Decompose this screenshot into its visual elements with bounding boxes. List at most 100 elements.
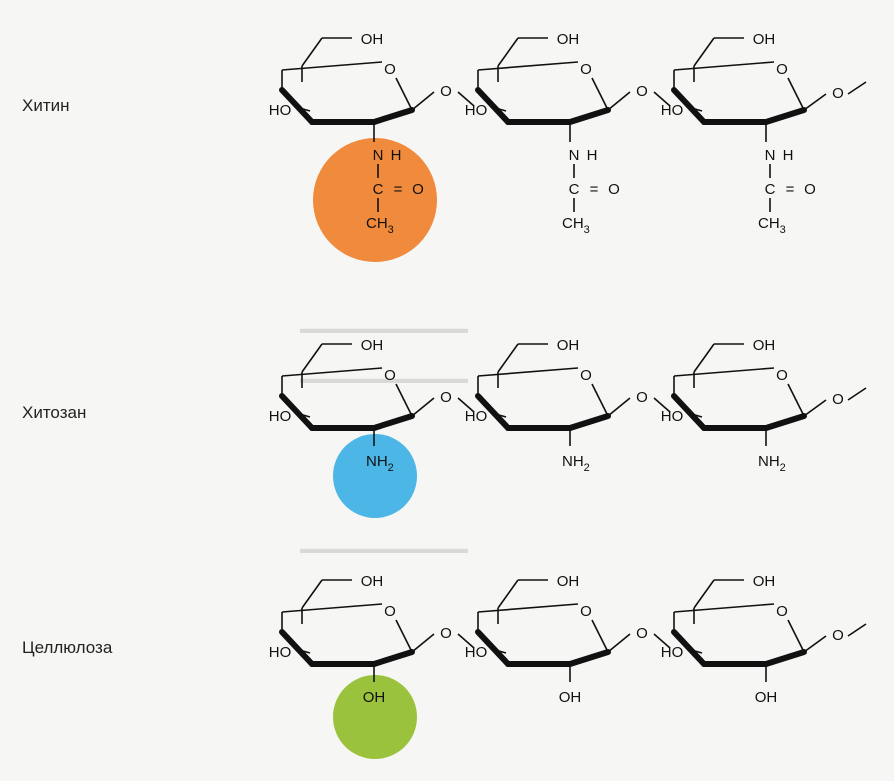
double-bond-label: = (786, 181, 795, 198)
ring-bond (591, 619, 609, 653)
ring-bond-front (671, 393, 707, 431)
ho-bond (687, 648, 703, 654)
ch2oh-label: OH (753, 573, 776, 590)
ch2-bond (497, 37, 519, 67)
carbon-label: C (569, 181, 580, 198)
ring-oxygen-label: O (384, 603, 396, 620)
row-title-chitin: Хитин (22, 96, 70, 115)
ring-oxygen-label: O (384, 367, 396, 384)
ring-bond (281, 603, 383, 613)
ho-label: HO (465, 408, 488, 425)
ring-bond-front (763, 649, 807, 667)
ring-bond-front (763, 413, 807, 431)
highlight-circle-cellulose (333, 675, 417, 759)
carbon-label: C (765, 181, 776, 198)
oxygen-label: O (412, 181, 424, 198)
ring-bond-front (371, 107, 415, 125)
ring-bond-front (567, 649, 611, 667)
nitrogen-label: N (373, 147, 384, 164)
amine-label: NH2 (366, 453, 394, 474)
glycosidic-bond (653, 633, 671, 649)
ring-bond-front (763, 107, 807, 125)
ch2oh-label: OH (753, 337, 776, 354)
amine-label: NH2 (758, 453, 786, 474)
glycosidic-oxygen-label: O (636, 625, 648, 642)
highlight-circle-chitosan (333, 434, 417, 518)
oxygen-label: O (608, 181, 620, 198)
amine-label: NH2 (562, 453, 590, 474)
ring-oxygen-label: O (580, 367, 592, 384)
ho-label: HO (661, 102, 684, 119)
background-bleed-text: ▬▬▬▬▬▬▬▬▬▬▬▬ (300, 370, 468, 386)
ring-bond-front (279, 629, 315, 667)
glycosidic-bond (607, 91, 631, 111)
ch2-bond (693, 37, 715, 67)
ring-bond (787, 77, 805, 111)
ch2-bond (497, 579, 519, 609)
ring-bond (477, 61, 579, 71)
ch2-bond (497, 343, 519, 373)
ring-bond-front (475, 393, 511, 431)
double-bond-label: = (590, 181, 599, 198)
ring-bond (281, 61, 383, 71)
ho-label: HO (269, 644, 292, 661)
glycosidic-bond (457, 91, 475, 107)
ch2-bond (693, 343, 715, 373)
background-bleed-text: ▬▬▬▬▬▬▬▬▬▬▬▬ (300, 540, 468, 556)
ch2oh-label: OH (557, 31, 580, 48)
glycosidic-bond (607, 397, 631, 417)
ho-label: HO (269, 408, 292, 425)
ho-label: HO (269, 102, 292, 119)
glycosidic-oxygen-label: O (636, 389, 648, 406)
oxygen-label: O (804, 181, 816, 198)
ho-bond (295, 106, 311, 112)
ch2-bond (301, 343, 323, 373)
ring-bond (477, 603, 579, 613)
chain-end-bond (847, 81, 867, 95)
chain-end-oxygen-label: O (832, 85, 844, 102)
ho-bond (295, 412, 311, 418)
ch2oh-label: OH (753, 31, 776, 48)
ring-bond (395, 619, 413, 653)
ch2oh-label: OH (361, 337, 384, 354)
chain-end-bond (847, 387, 867, 401)
ch2oh-label: OH (557, 337, 580, 354)
glycosidic-bond (411, 91, 435, 111)
ring-bond-front (567, 107, 611, 125)
ring-bond (673, 61, 775, 71)
glycosidic-oxygen-label: O (440, 389, 452, 406)
ring-bond (591, 383, 609, 417)
glycosidic-bond (457, 633, 475, 649)
ho-bond (295, 648, 311, 654)
carbon-label: C (373, 181, 384, 198)
ring-bond (477, 367, 579, 377)
ring-oxygen-label: O (580, 603, 592, 620)
ch2oh-label: OH (361, 573, 384, 590)
ch2oh-label: OH (557, 573, 580, 590)
ch2-bond (693, 579, 715, 609)
glycosidic-oxygen-label: O (636, 83, 648, 100)
ring-bond-front (279, 393, 315, 431)
ring-bond-front (671, 87, 707, 125)
glycosidic-bond (653, 91, 671, 107)
hydrogen-label: H (587, 147, 598, 164)
glycosidic-bond (411, 397, 435, 417)
nitrogen-label: N (765, 147, 776, 164)
methyl-label: CH3 (758, 215, 786, 236)
ho-bond (491, 412, 507, 418)
highlight-circle-chitin (313, 138, 437, 262)
ring-bond-front (371, 649, 415, 667)
chain-end-oxygen-label: O (832, 391, 844, 408)
chain-end-bond (847, 623, 867, 637)
glycosidic-oxygen-label: O (440, 625, 452, 642)
chain-end-bond (803, 93, 827, 111)
hydroxyl-label: OH (755, 689, 778, 706)
double-bond-label: = (394, 181, 403, 198)
glycosidic-bond (607, 633, 631, 653)
ring-oxygen-label: O (384, 61, 396, 78)
ring-oxygen-label: O (580, 61, 592, 78)
ho-label: HO (661, 644, 684, 661)
ch2-bond (301, 579, 323, 609)
